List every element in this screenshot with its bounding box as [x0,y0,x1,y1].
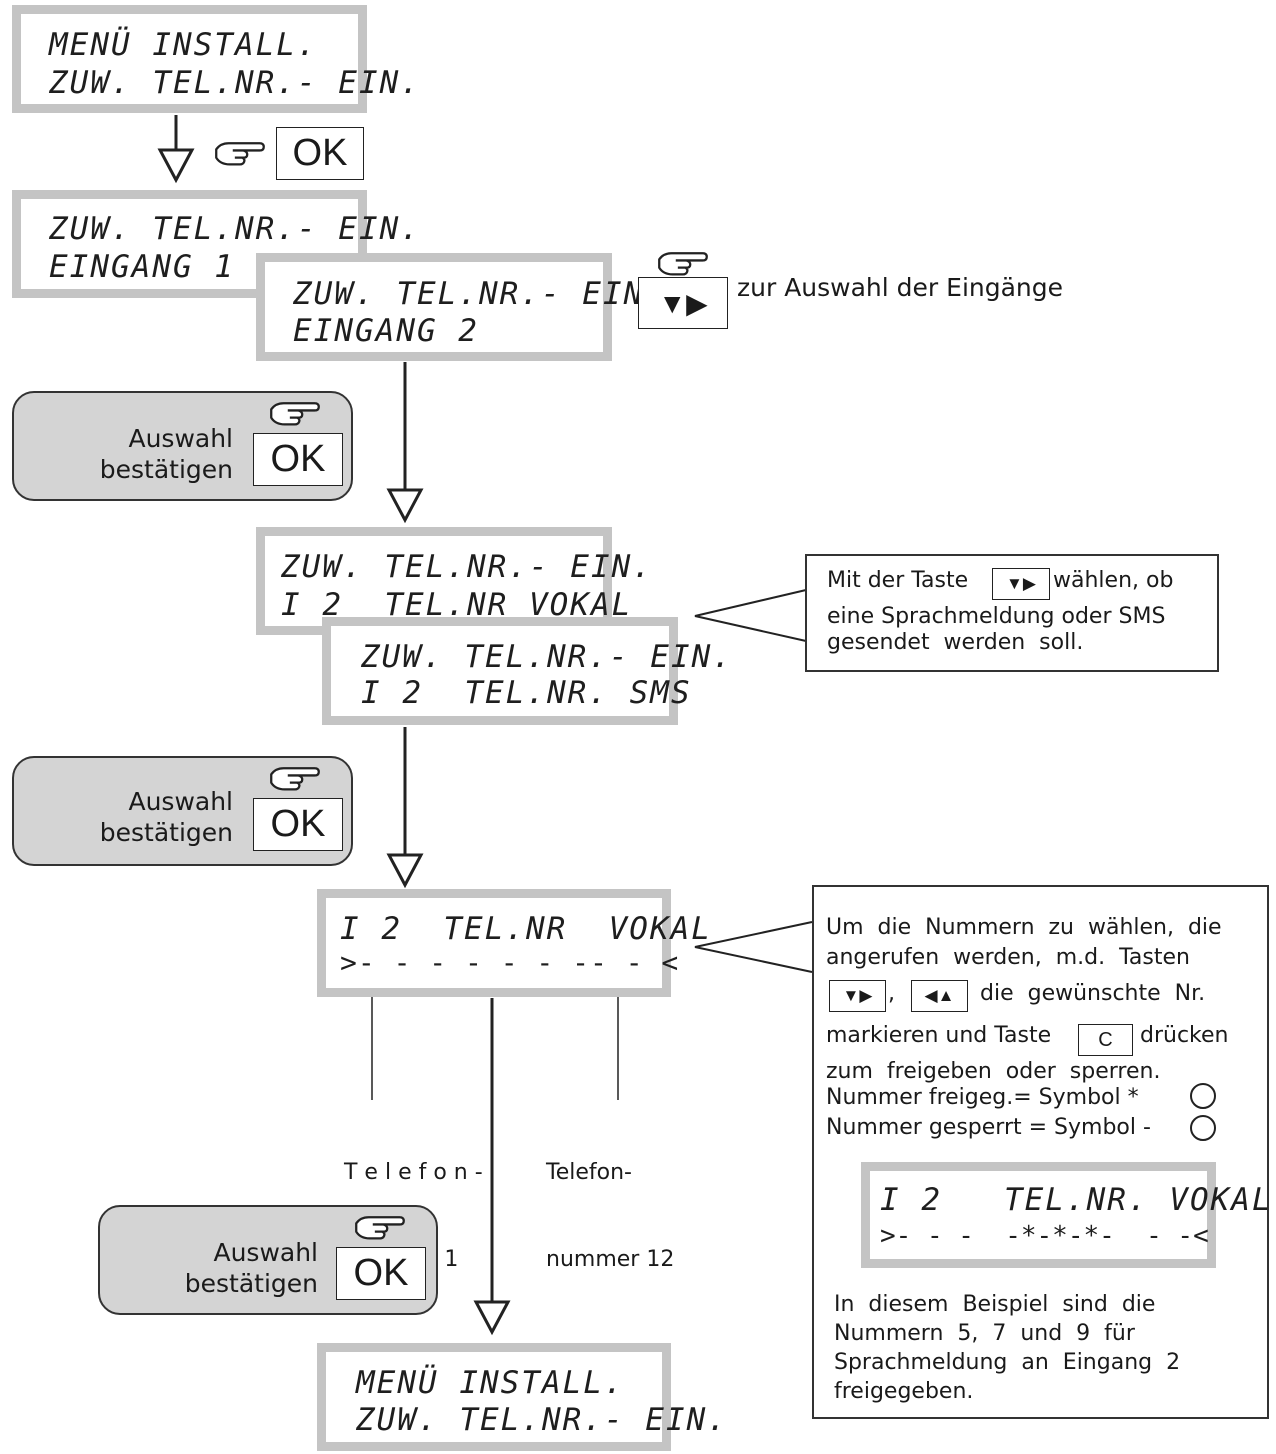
lcd-line-1: ZUW. TEL.NR.- EIN. [281,549,653,585]
lcd-line-1: I 2 TEL.NR VOKAL [340,911,712,947]
lcd-line-2: EINGANG 2 [293,313,479,349]
confirm-selection-panel: Auswahl bestätigen OK [12,391,353,501]
callout-text: Nummer gesperrt = Symbol - [826,1115,1151,1140]
lcd-screen-example: I 2 TEL.NR. VOKAL >- - - -*-*-*- - -< [861,1162,1271,1268]
callout-text: die gewünschte Nr. [980,981,1206,1006]
callout-text: eine Sprachmeldung oder SMS [827,604,1166,629]
arrow-keys-down-right[interactable]: ▼▶ [829,980,886,1012]
example-text: Nummern 5, 7 und 9 für [834,1321,1135,1346]
callout-text: Mit der Taste [827,568,969,593]
callout-text: markieren und Taste [826,1023,1052,1048]
arrow-1 [157,148,195,184]
ok-key[interactable]: OK [276,127,364,180]
phone-number-12-label: Telefon- nummer 12 [546,1160,675,1272]
confirm-selection-panel: Auswahl bestätigen OK [12,756,353,866]
confirm-label-2: bestätigen [184,1269,318,1298]
callout-text: angerufen werden, m.d. Tasten [826,945,1190,970]
lcd-line-2: I 2 TEL.NR VOKAL [281,587,633,623]
arrow-2 [386,488,424,524]
confirm-label-2: bestätigen [99,818,233,847]
arrow-keys-down-right[interactable]: ▼▶ [992,568,1050,600]
lcd-line-1: MENÜ INSTALL. [356,1365,625,1401]
hand-pointer-icon [270,402,320,426]
example-text: Sprachmeldung an Eingang 2 [834,1350,1181,1375]
callout-text: Um die Nummern zu wählen, die [826,915,1222,940]
example-text: freigegeben. [834,1379,974,1404]
callout-voice-or-sms: Mit der Taste ▼▶ wählen, ob eine Sprachm… [805,554,1219,672]
hand-pointer-icon [355,1216,405,1240]
lcd-screen-menu-install-end: MENÜ INSTALL. ZUW. TEL.NR.- EIN. [317,1343,726,1451]
arrow-keys-left-up[interactable]: ◀▲ [911,980,968,1012]
symbol-circle [1190,1115,1216,1141]
lcd-screen-eingang-2: ZUW. TEL.NR.- EIN. EINGANG 2 [256,253,663,361]
lcd-line-2: EINGANG 1 [49,249,235,285]
arrow-keys-down-right[interactable]: ▼▶ [638,277,728,329]
lcd-screen-tel-sms: ZUW. TEL.NR.- EIN. I 2 TEL.NR. SMS [322,617,731,725]
input-select-label: zur Auswahl der Eingänge [737,273,1064,302]
lcd-line-2: I 2 TEL.NR. SMS [361,675,692,711]
callout-text: gesendet werden soll. [827,630,1084,655]
lcd-screen-menu-install: MENÜ INSTALL. ZUW. TEL.NR.- EIN. [12,5,419,113]
confirm-label-1: Auswahl [128,424,233,453]
confirm-label-1: Auswahl [213,1238,318,1267]
example-text: In diesem Beispiel sind die [834,1292,1156,1317]
lcd-line-1: ZUW. TEL.NR.- EIN. [361,639,733,675]
ok-key[interactable]: OK [336,1247,426,1300]
callout-text: zum freigeben oder sperren. [826,1059,1161,1084]
lcd-line-1: MENÜ INSTALL. [49,27,318,63]
callout-text: wählen, ob [1053,568,1174,593]
lcd-line-1: ZUW. TEL.NR.- EIN. [49,211,421,247]
hand-pointer-icon [270,767,320,791]
lcd-line-1: ZUW. TEL.NR.- EIN. [293,276,665,312]
lcd-screen-eingang-1: ZUW. TEL.NR.- EIN. EINGANG 1 [12,190,419,298]
lcd-line-2: ZUW. TEL.NR.- EIN. [49,65,421,101]
callout-text: Nummer freigeg.= Symbol * [826,1085,1139,1110]
confirm-label-2: bestätigen [99,455,233,484]
arrow-3 [386,853,424,889]
symbol-circle [1190,1083,1216,1109]
hand-pointer-icon [658,252,708,276]
lcd-line-1: I 2 TEL.NR. VOKAL [880,1182,1273,1218]
lcd-line-2: ZUW. TEL.NR.- EIN. [356,1402,728,1438]
lcd-line-2: >- - - - - - -- - < [340,946,680,979]
ok-key[interactable]: OK [253,433,343,486]
lcd-line-2: >- - - -*-*-*- - -< [880,1221,1209,1251]
arrow-4 [473,1300,511,1336]
callout-text: , [888,981,895,1006]
c-key[interactable]: C [1078,1024,1133,1056]
ok-key[interactable]: OK [253,798,343,851]
lcd-screen-number-selection: I 2 TEL.NR VOKAL >- - - - - - -- - < [317,889,710,997]
callout-text: drücken [1140,1023,1229,1048]
callout-number-selection: Um die Nummern zu wählen, die angerufen … [812,885,1271,1419]
hand-pointer-icon [215,142,265,166]
confirm-label-1: Auswahl [128,787,233,816]
confirm-selection-panel: Auswahl bestätigen OK [98,1205,438,1315]
